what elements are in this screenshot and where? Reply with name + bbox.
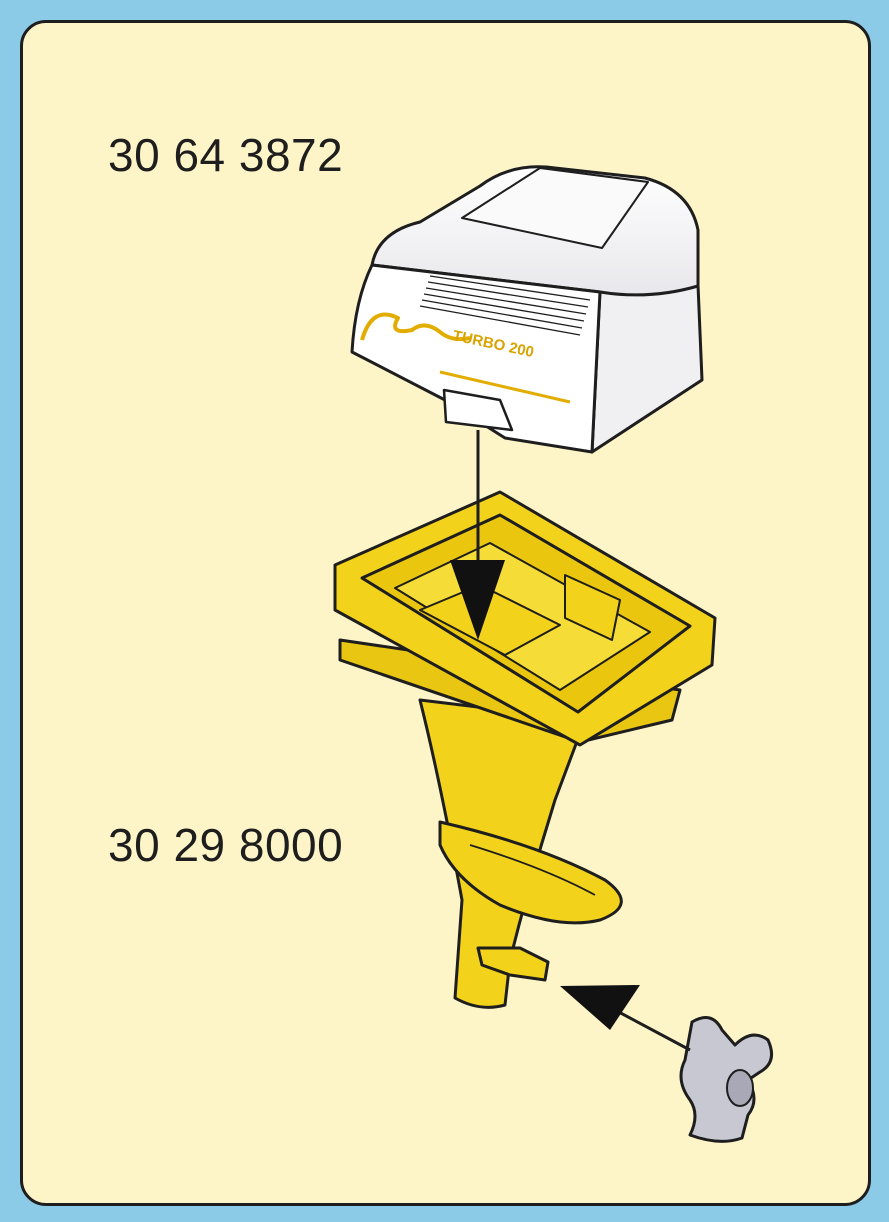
filter-base <box>335 492 715 1007</box>
filter-cover <box>352 167 702 452</box>
arrow-left-icon <box>560 985 690 1050</box>
hose-clip <box>681 1018 772 1142</box>
